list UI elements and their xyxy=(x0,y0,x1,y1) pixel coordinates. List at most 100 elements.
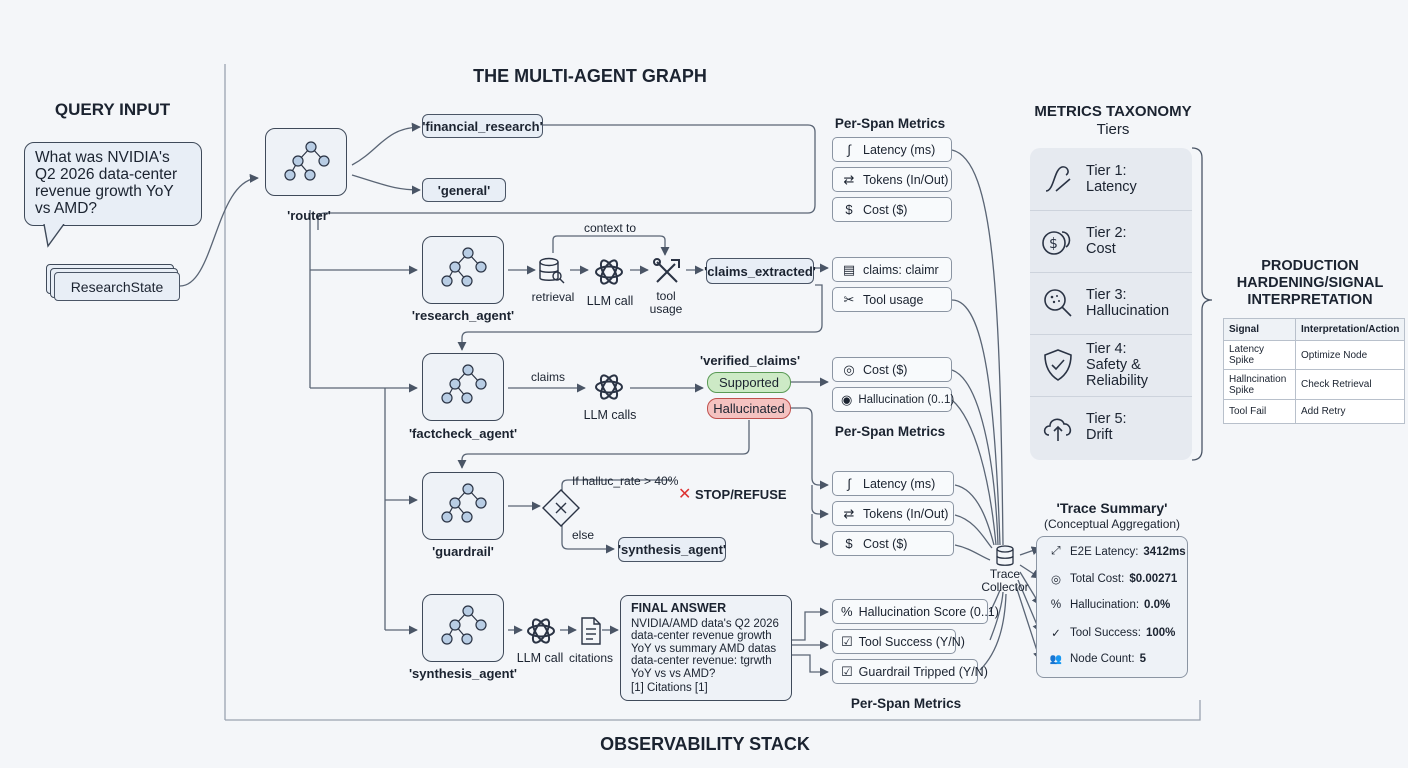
llm-call-icon xyxy=(527,618,555,644)
table-cell: Tool Fail xyxy=(1223,399,1296,424)
tool-usage-label-1: tool xyxy=(656,289,676,303)
graph-node-icon xyxy=(441,247,487,287)
table-row[interactable]: Tool Fail Add Retry xyxy=(1223,399,1406,424)
tier-2[interactable]: $ Tier 2:Cost xyxy=(1030,210,1192,273)
trace-row-latency: ⤢E2E Latency: 3412ms xyxy=(1047,545,1185,558)
table-row[interactable]: Latency Spike Optimize Node xyxy=(1223,340,1406,370)
cost-icon: $ xyxy=(845,536,853,551)
graph-node-icon xyxy=(441,364,487,404)
metric-tokens[interactable]: ⇄Tokens (In/Out) xyxy=(832,167,952,192)
metric-claims[interactable]: ▤claims: claimr xyxy=(832,257,952,282)
tier-1[interactable]: Tier 1:Latency xyxy=(1030,148,1192,211)
observability-title: OBSERVABILITY STACK xyxy=(600,734,810,754)
per-span-title-1: Per-Span Metrics xyxy=(834,116,946,131)
retrieval-label: retrieval xyxy=(531,290,575,304)
graph-node-icon xyxy=(284,141,330,181)
metric-cost[interactable]: $Cost ($) xyxy=(832,531,954,556)
tool-icon: ✂ xyxy=(843,291,855,307)
table-cell: Check Retrieval xyxy=(1294,369,1406,400)
synthesis-agent-node[interactable] xyxy=(422,594,504,662)
final-answer-title: FINAL ANSWER xyxy=(631,601,727,615)
production-title-2: HARDENING/SIGNAL xyxy=(1236,275,1384,291)
taxonomy-title: METRICS TAXONOMY xyxy=(1034,103,1192,120)
final-answer-box: FINAL ANSWER NVIDIA/AMD data's Q2 2026 d… xyxy=(620,595,792,701)
stop-refuse-label: ✕ STOP/REFUSE xyxy=(678,486,787,503)
hallucination-tier-icon xyxy=(1044,289,1072,317)
factcheck-agent-node[interactable] xyxy=(422,353,504,421)
guardrail-node[interactable] xyxy=(422,472,504,540)
metric-tool-success[interactable]: ☑Tool Success (Y/N) xyxy=(832,629,965,654)
llm-calls-icon xyxy=(595,374,623,400)
metric-guardrail-tripped[interactable]: ☑Guardrail Tripped (Y/N) xyxy=(832,659,988,684)
metric-hallucination[interactable]: ◉Hallucination (0..1) xyxy=(832,387,954,412)
latency-tier-icon xyxy=(1045,166,1071,192)
tier-3[interactable]: Tier 3:Hallucination xyxy=(1030,272,1192,335)
trace-collector-label-2: Collector xyxy=(981,580,1029,594)
trace-row-tool-success: ✓Tool Success: 100% xyxy=(1047,626,1175,640)
query-bubble: What was NVIDIA's Q2 2026 data-center re… xyxy=(24,142,202,226)
tier-5[interactable]: Tier 5:Drift xyxy=(1030,396,1192,458)
latency-icon: ∫ xyxy=(847,142,851,157)
metric-latency[interactable]: ∫Latency (ms) xyxy=(832,137,952,162)
graph-node-icon xyxy=(441,605,487,645)
synthesis-agent-pill[interactable]: 'synthesis_agent' xyxy=(618,537,726,562)
cost-icon: $ xyxy=(845,202,853,217)
else-label: else xyxy=(571,528,594,542)
tokens-icon: ⇄ xyxy=(843,505,855,521)
hallucination-score-icon: % xyxy=(841,604,853,619)
shield-icon xyxy=(1044,349,1072,381)
table-cell: Latency Spike xyxy=(1223,340,1296,370)
trace-row-cost: ◎Total Cost: $0.00271 xyxy=(1047,572,1177,586)
claims-extracted-pill[interactable]: 'claims_extracted' xyxy=(704,258,816,284)
llm-call-label-2: LLM call xyxy=(516,651,564,665)
per-span-title-2: Per-Span Metrics xyxy=(834,424,946,439)
financial-research-pill[interactable]: 'financial_research' xyxy=(422,114,543,138)
trace-summary-subtitle: (Conceptual Aggregation) xyxy=(1043,517,1181,531)
taxonomy-panel: Tier 1:Latency $ Tier 2:Cost Tier 3:Hall… xyxy=(1030,148,1192,460)
citations-label: citations xyxy=(568,651,614,665)
router-node[interactable] xyxy=(265,128,347,196)
general-pill[interactable]: 'general' xyxy=(422,178,506,202)
metric-cost[interactable]: ◎Cost ($) xyxy=(832,357,952,382)
trace-summary-title: 'Trace Summary' xyxy=(1056,500,1168,516)
guardrail-label: 'guardrail' xyxy=(432,544,494,559)
production-title-3: INTERPRETATION xyxy=(1247,292,1373,308)
latency-icon: ∫ xyxy=(847,476,851,491)
trace-collector-label-1: Trace xyxy=(989,567,1021,581)
research-state-box[interactable]: ResearchState xyxy=(54,272,180,301)
factcheck-agent-label: 'factcheck_agent' xyxy=(408,426,518,441)
per-span-title-3: Per-Span Metrics xyxy=(850,696,962,711)
decision-diamond-icon xyxy=(542,489,580,527)
query-input-title: QUERY INPUT xyxy=(54,100,171,119)
metric-latency[interactable]: ∫Latency (ms) xyxy=(832,471,954,496)
table-cell: Add Retry xyxy=(1294,399,1406,424)
verified-claims-label: 'verified_claims' xyxy=(700,353,801,368)
graph-node-icon xyxy=(441,483,487,523)
metric-hallucination-score[interactable]: %Hallucination Score (0..1) xyxy=(832,599,999,624)
llm-calls-label: LLM calls xyxy=(583,408,637,422)
claims-label: claims xyxy=(530,370,565,384)
trace-summary-box: ⤢E2E Latency: 3412ms ◎Total Cost: $0.002… xyxy=(1036,536,1188,678)
hallucinated-pill[interactable]: Hallucinated xyxy=(707,398,791,419)
database-search-icon xyxy=(539,257,565,284)
research-agent-node[interactable] xyxy=(422,236,504,304)
tool-success-icon: ☑ xyxy=(841,633,853,649)
trace-row-hallucination: %Hallucination: 0.0% xyxy=(1047,599,1170,611)
latency-arrow-icon: ⤢ xyxy=(1051,545,1061,557)
table-cell: Hallncination Spike xyxy=(1223,369,1296,400)
synthesis-agent-label: 'synthesis_agent' xyxy=(408,666,518,681)
graph-title: THE MULTI-AGENT GRAPH xyxy=(473,66,707,86)
supported-pill[interactable]: Supported xyxy=(707,372,791,393)
claims-icon: ▤ xyxy=(842,261,856,277)
table-row[interactable]: Hallncination Spike Check Retrieval xyxy=(1223,369,1406,400)
cloud-drift-icon xyxy=(1043,418,1072,441)
context-to-label: context to xyxy=(583,221,637,235)
tier-4[interactable]: Tier 4:Safety &Reliability xyxy=(1030,334,1192,397)
metric-tokens[interactable]: ⇄Tokens (In/Out) xyxy=(832,501,954,526)
if-halluc-label: If halluc_rate > 40% xyxy=(572,474,679,488)
metric-cost[interactable]: $Cost ($) xyxy=(832,197,952,222)
table-header: Interpretation/Action xyxy=(1294,318,1406,341)
metric-tool-usage[interactable]: ✂Tool usage xyxy=(832,287,952,312)
coins-icon: ◎ xyxy=(1050,574,1062,586)
